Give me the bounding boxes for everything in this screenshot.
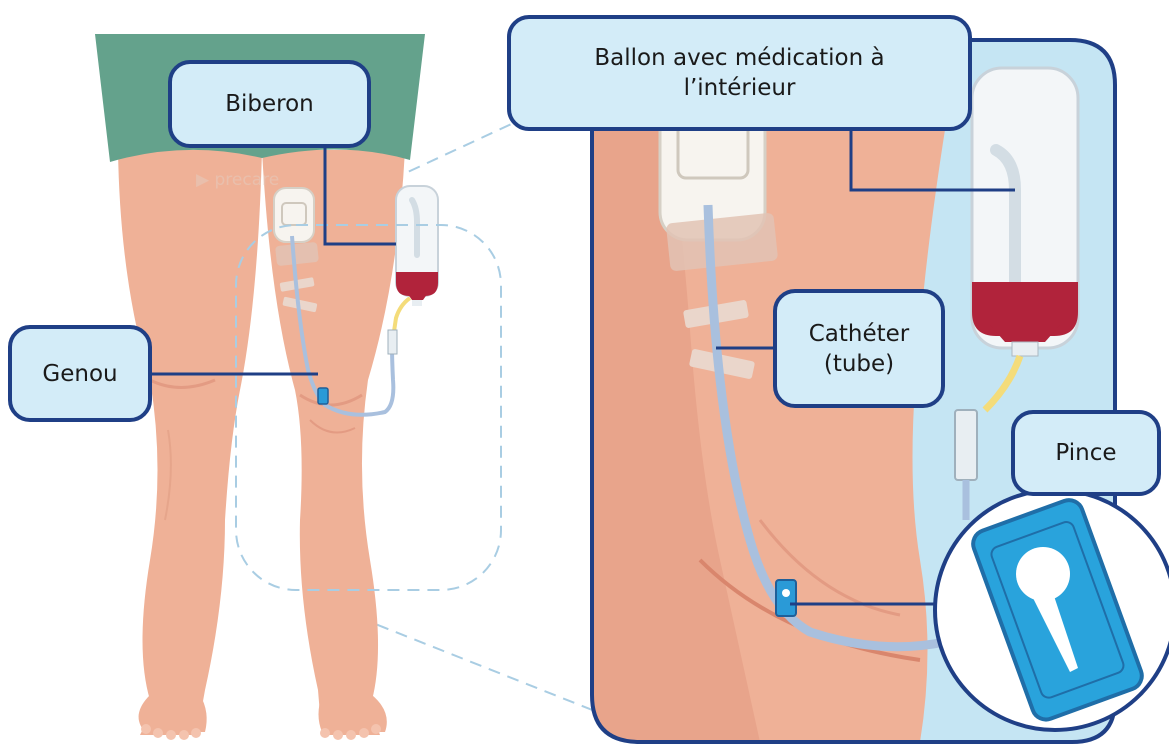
label-pince-text: Pince (1055, 438, 1116, 468)
label-catheter-text: Cathéter (tube) (809, 319, 910, 379)
label-pince: Pince (1011, 410, 1161, 496)
label-biberon-text: Biberon (225, 89, 314, 119)
label-ballon-text: Ballon avec médication à l’intérieur (594, 43, 884, 103)
clamp-detail (935, 490, 1169, 730)
label-genou: Genou (8, 325, 152, 422)
watermark-logo: ▶ precare (196, 170, 279, 190)
label-catheter: Cathéter (tube) (773, 289, 945, 408)
label-genou-text: Genou (42, 359, 117, 389)
right-leg (118, 150, 262, 735)
label-biberon: Biberon (168, 60, 371, 148)
label-ballon: Ballon avec médication à l’intérieur (507, 15, 972, 131)
